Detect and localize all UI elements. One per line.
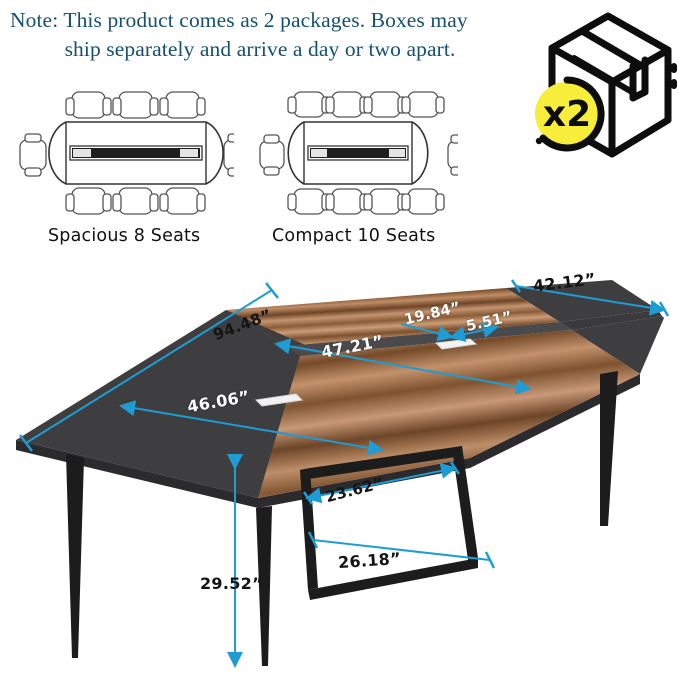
right-dark-top-b <box>572 316 664 374</box>
chair <box>159 91 206 119</box>
dimline-dark-panel <box>400 323 454 342</box>
chair <box>401 91 445 118</box>
chair <box>112 187 159 215</box>
shipping-box-icon: x2 <box>512 4 678 166</box>
chair <box>112 91 159 119</box>
leg-right <box>600 371 618 526</box>
dimline-frame-width <box>312 539 491 561</box>
wood-band-upper <box>226 288 560 346</box>
seating-caption-spacious-8: Spacious 8 Seats <box>48 226 201 246</box>
chair <box>401 188 445 215</box>
dimension-label-height: 29.52” <box>200 574 263 593</box>
shipping-note: Note: This product comes as 2 packages. … <box>8 6 538 63</box>
leg-front-left <box>66 454 84 658</box>
chair <box>223 133 234 177</box>
seating-diagram-compact-10 <box>258 88 458 220</box>
chair <box>65 91 112 119</box>
chair <box>159 187 206 215</box>
tabletop-edge <box>16 374 640 508</box>
x2-badge: x2 <box>535 76 605 152</box>
leg-frame-upright-right2 <box>452 446 478 560</box>
dimline-overall-depth <box>515 285 666 316</box>
dimline-overall-length <box>25 289 273 444</box>
leg-frame-bottom-rail <box>308 558 478 600</box>
chair <box>65 187 112 215</box>
table-top-view <box>287 121 429 185</box>
dimline-frame-depth <box>305 462 457 504</box>
chair <box>19 133 47 177</box>
table-top-view <box>48 121 224 185</box>
dimline-wood-lower <box>119 400 384 456</box>
leg-frame-upright-left <box>300 468 318 590</box>
dimline-center-strip <box>449 322 499 342</box>
shipping-note-line-1: Note: This product comes as 2 packages. … <box>10 8 468 32</box>
leg-front-mid <box>256 506 272 666</box>
chair <box>363 91 407 118</box>
chair <box>259 134 285 176</box>
dimline-wood-upper <box>274 338 532 395</box>
svg-text:x2: x2 <box>543 94 591 135</box>
chair <box>447 134 458 176</box>
seating-diagram-spacious-8 <box>14 88 234 220</box>
seating-caption-compact-10: Compact 10 Seats <box>272 226 436 246</box>
shipping-note-line-2: ship separately and arrive a day or two … <box>64 36 456 61</box>
